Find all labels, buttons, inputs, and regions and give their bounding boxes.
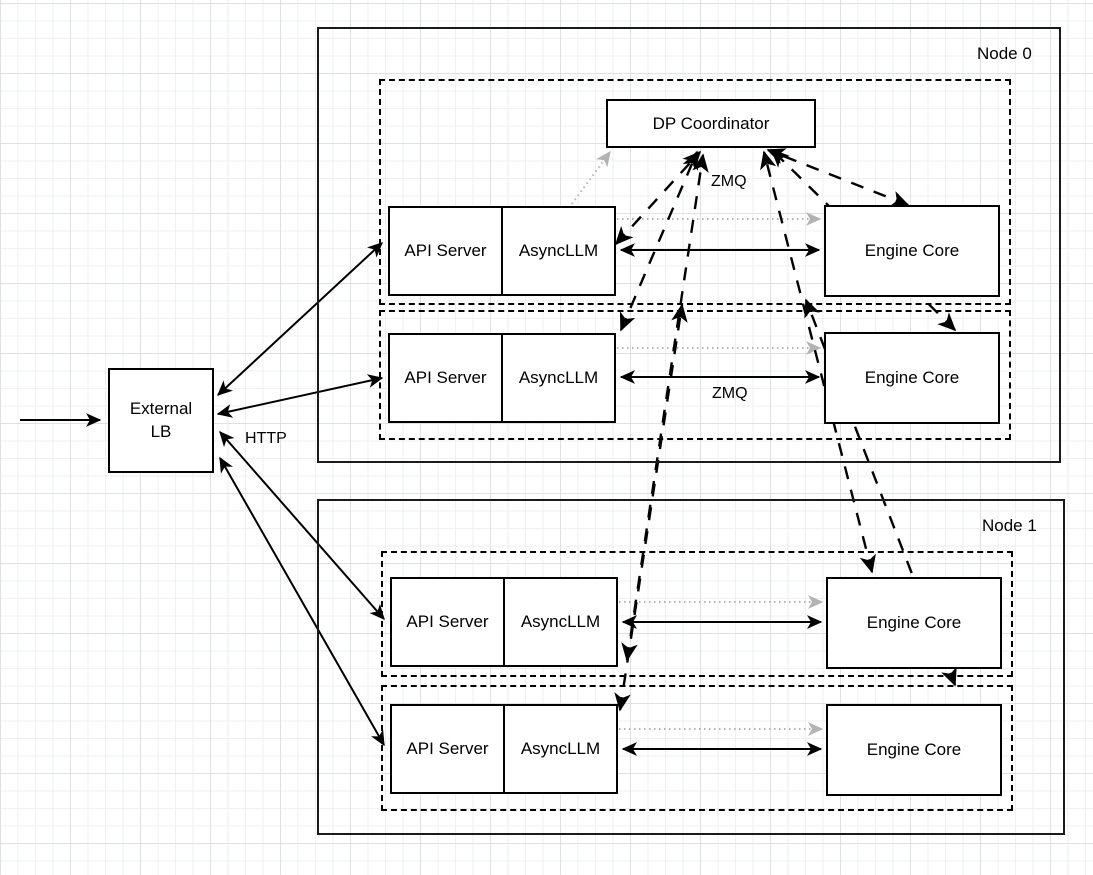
- zmq-label-node0-coordinator: ZMQ: [711, 173, 747, 190]
- zmq-label-node0-group1: ZMQ: [712, 385, 748, 402]
- api-server-label-node1-0: API Server: [406, 612, 489, 631]
- api-server-box-node0-0[interactable]: API Server AsyncLLM: [388, 206, 616, 296]
- async-llm-label-node1-1: AsyncLLM: [503, 706, 616, 792]
- dp-coordinator-box[interactable]: DP Coordinator: [606, 99, 816, 148]
- engine-core-box-node1-0[interactable]: Engine Core: [826, 577, 1002, 669]
- api-server-box-node0-1[interactable]: API Server AsyncLLM: [388, 333, 616, 423]
- external-lb-box[interactable]: External LB: [108, 368, 214, 473]
- async-llm-label-node0-1: AsyncLLM: [501, 335, 614, 421]
- dp-group-node0-1: [379, 310, 1011, 440]
- node-title-node0: Node 0: [977, 44, 1032, 63]
- dp-coordinator-label: DP Coordinator: [652, 113, 770, 133]
- node-container-node0: [317, 27, 1061, 463]
- engine-core-label-node0-0: Engine Core: [864, 241, 960, 260]
- engine-core-label-node1-0: Engine Core: [866, 613, 962, 632]
- async-llm-label-node0-0: AsyncLLM: [501, 208, 614, 294]
- engine-core-box-node1-1[interactable]: Engine Core: [826, 704, 1002, 796]
- external-lb-label-line1: External: [129, 398, 193, 418]
- engine-core-label-node1-1: Engine Core: [866, 740, 962, 759]
- dp-group-node1-0: [381, 551, 1013, 677]
- api-server-label-node1-1: API Server: [406, 739, 489, 758]
- external-lb-label-line2: LB: [150, 421, 172, 441]
- api-server-box-node1-1[interactable]: API Server AsyncLLM: [390, 704, 618, 794]
- engine-core-box-node0-1[interactable]: Engine Core: [824, 332, 1000, 424]
- api-server-box-node1-0[interactable]: API Server AsyncLLM: [390, 577, 618, 667]
- node-title-node1: Node 1: [982, 516, 1037, 535]
- engine-core-box-node0-0[interactable]: Engine Core: [824, 205, 1000, 297]
- node-container-node1: [317, 499, 1065, 835]
- api-server-label-node0-1: API Server: [404, 368, 487, 387]
- api-server-label-node0-0: API Server: [404, 241, 487, 260]
- http-label: HTTP: [245, 430, 287, 447]
- dp-group-node1-1: [381, 685, 1013, 811]
- dp-group-node0-0: [379, 79, 1011, 305]
- engine-core-label-node0-1: Engine Core: [864, 368, 960, 387]
- async-llm-label-node1-0: AsyncLLM: [503, 579, 616, 665]
